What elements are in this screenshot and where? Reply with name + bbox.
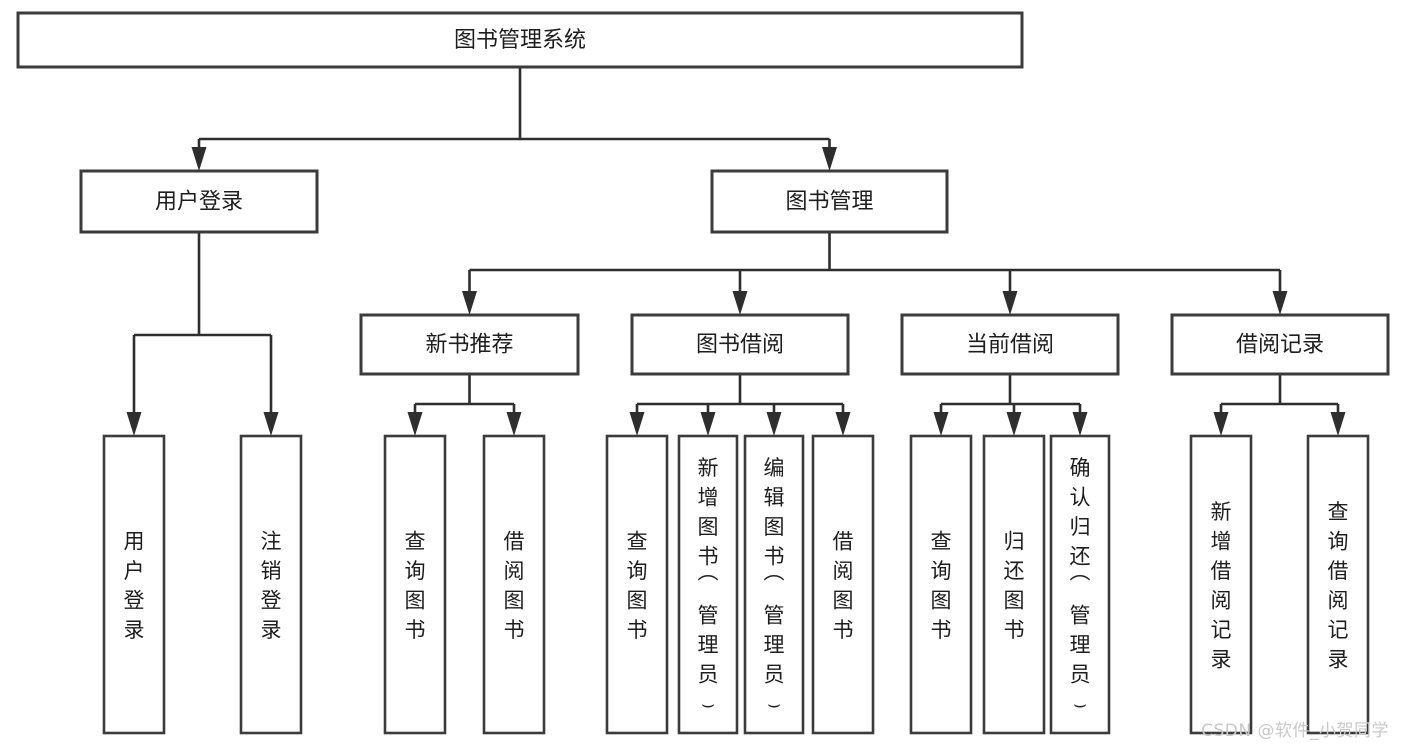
node-label: 借阅记录 <box>1236 333 1324 358</box>
node-leaf-borrow-books-recommend[interactable]: 借阅图书 <box>482 434 546 735</box>
node-label: 新书推荐 <box>425 333 513 358</box>
node-label: 图书借阅 <box>696 333 784 358</box>
node-borrow-records[interactable]: 借阅记录 <box>1170 313 1390 376</box>
node-label: 查询图书 <box>405 530 426 643</box>
nodes-layer: 图书管理系统用户登录图书管理新书推荐图书借阅当前借阅借阅记录用户登录注销登录查询… <box>16 11 1390 735</box>
node-leaf-edit-book-admin[interactable]: 编辑图书⌒管理员⌣ <box>743 434 805 735</box>
node-leaf-query-books-recommend[interactable]: 查询图书 <box>383 434 447 735</box>
node-label: 图书管理 <box>785 190 873 215</box>
node-book-borrow[interactable]: 图书借阅 <box>630 313 850 376</box>
connector-records-to-leaves <box>1213 374 1346 436</box>
node-label: 当前借阅 <box>966 333 1054 358</box>
node-leaf-add-book-admin[interactable]: 新增图书⌒管理员⌣ <box>677 434 739 735</box>
node-leaf-query-books-current[interactable]: 查询图书 <box>909 434 973 735</box>
node-leaf-query-borrow-record[interactable]: 查询借阅记录 <box>1306 434 1370 735</box>
node-current-borrow[interactable]: 当前借阅 <box>900 313 1120 376</box>
node-user-login[interactable]: 用户登录 <box>79 169 319 234</box>
node-leaf-add-borrow-record[interactable]: 新增借阅记录 <box>1189 434 1253 735</box>
node-label: 用户登录 <box>155 190 243 215</box>
connector-root-to-level1 <box>191 67 837 171</box>
node-label: 查询图书 <box>627 530 648 643</box>
node-label: 编辑图书⌒管理员⌣ <box>764 456 785 716</box>
connector-current-to-leaves <box>933 374 1088 436</box>
edges-layer <box>126 67 1346 436</box>
node-label: 查询图书 <box>931 530 952 643</box>
node-label: 归还图书 <box>1004 530 1025 643</box>
node-leaf-borrow-books-borrow[interactable]: 借阅图书 <box>811 434 875 735</box>
node-label: 借阅图书 <box>833 530 854 643</box>
node-root[interactable]: 图书管理系统 <box>16 11 1024 69</box>
node-label: 查询借阅记录 <box>1328 500 1349 672</box>
node-leaf-confirm-return-admin[interactable]: 确认归还⌒管理员⌣ <box>1049 434 1111 735</box>
node-leaf-user-logout[interactable]: 注销登录 <box>239 434 303 735</box>
connector-userlogin-to-leaves <box>126 232 279 436</box>
csdn-watermark: CSDN @软件_小贺同学 <box>1201 721 1389 741</box>
node-label: 确认归还⌒管理员⌣ <box>1070 456 1091 716</box>
node-new-book-recommend[interactable]: 新书推荐 <box>359 313 580 376</box>
node-leaf-query-books-borrow[interactable]: 查询图书 <box>605 434 669 735</box>
node-leaf-user-login[interactable]: 用户登录 <box>102 434 166 735</box>
connector-recommend-to-leaves <box>407 374 522 436</box>
connector-borrow-to-leaves <box>629 374 851 436</box>
node-leaf-return-books[interactable]: 归还图书 <box>982 434 1046 735</box>
node-label: 图书管理系统 <box>454 28 586 53</box>
node-label: 新增借阅记录 <box>1211 500 1232 672</box>
node-book-management[interactable]: 图书管理 <box>710 169 949 234</box>
node-label: 注销登录 <box>261 530 282 643</box>
node-label: 借阅图书 <box>504 530 525 643</box>
node-label: 新增图书⌒管理员⌣ <box>698 456 719 716</box>
node-label: 用户登录 <box>124 530 145 643</box>
connector-bookmgmt-to-level2 <box>462 232 1288 315</box>
